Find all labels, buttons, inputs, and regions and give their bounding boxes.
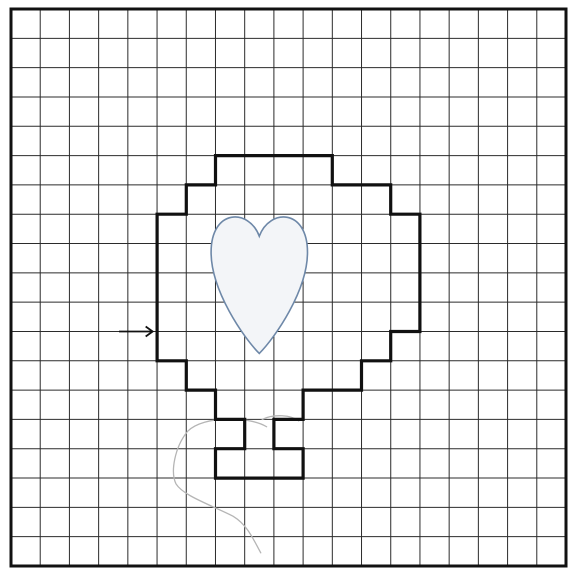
grid-canvas bbox=[0, 0, 574, 571]
grid-diagram bbox=[0, 0, 574, 571]
